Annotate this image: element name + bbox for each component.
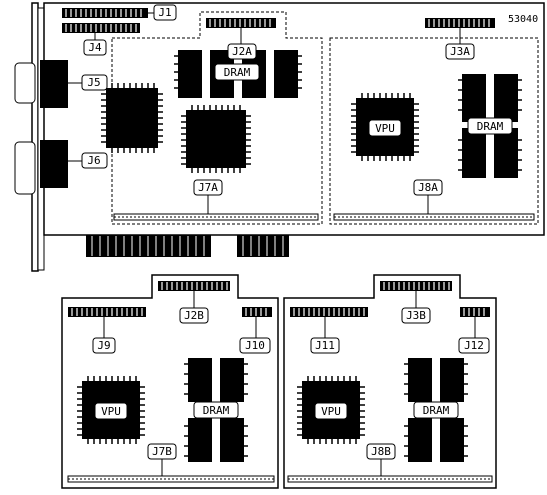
label-box-j7a: [193, 179, 223, 196]
module-b-left: J2B J9 J10: [61, 274, 279, 489]
label-box-j8a: [413, 179, 443, 196]
label-box-j3b: [401, 307, 431, 324]
dram-chips-b: [458, 74, 522, 178]
label-box-j4: [83, 39, 107, 56]
bracket-lip: [37, 7, 45, 271]
card-edge-connector: [86, 235, 289, 257]
dram-label-a: DRAM: [224, 66, 251, 79]
label-box-j2b: [179, 307, 209, 324]
slot-j7b: [67, 475, 275, 483]
header-j3a: [425, 18, 495, 28]
label-box-j2a: [227, 43, 257, 60]
connector-j6: [14, 140, 68, 195]
mounting-bracket: [31, 2, 39, 272]
label-j5: J5: [87, 76, 100, 89]
label-j6: J6: [87, 154, 100, 167]
connector-j5: [14, 60, 68, 108]
label-j7a: J7A: [198, 181, 218, 194]
dram-chips-d: [404, 358, 468, 462]
label-j9: J9: [97, 339, 110, 352]
header-j2a: [206, 18, 276, 28]
dram-chips-c: [184, 358, 248, 462]
chip-vpu-c: [297, 376, 365, 444]
header-j10: [242, 307, 272, 317]
dram-label-c: DRAM: [203, 404, 230, 417]
label-box-j10: [239, 337, 271, 354]
label-box-j6: [81, 152, 108, 169]
label-j11: J11: [315, 339, 335, 352]
expansion-area-a: [111, 11, 323, 225]
vpu-label-a: VPU: [375, 122, 395, 135]
vpu-label-c: VPU: [321, 405, 341, 418]
header-j3b: [380, 281, 452, 291]
main-board: 53040 J1: [14, 2, 545, 272]
label-box-j11: [310, 337, 340, 354]
label-box-j7b: [147, 443, 177, 460]
label-j8a: J8A: [418, 181, 438, 194]
header-j4: [62, 23, 140, 33]
label-box-j5: [81, 74, 108, 91]
label-j12: J12: [464, 339, 484, 352]
dram-label-box-a: [214, 63, 260, 81]
label-j2a: J2A: [232, 45, 252, 58]
header-j1: [62, 8, 148, 18]
chip-graphics-a: [181, 105, 251, 173]
header-j2b: [158, 281, 230, 291]
label-j4: J4: [88, 41, 102, 54]
module-b-right: J3B J11 J12: [283, 274, 497, 489]
chip-left-qfp: [101, 83, 163, 153]
header-j9: [68, 307, 146, 317]
label-j3a: J3A: [450, 45, 470, 58]
label-box-j12: [458, 337, 490, 354]
header-j11: [290, 307, 368, 317]
dram-label-d: DRAM: [423, 404, 450, 417]
expansion-area-b: [329, 37, 539, 225]
label-j7b: J7B: [152, 445, 172, 458]
chip-vpu-b: [77, 376, 145, 444]
header-j12: [460, 307, 490, 317]
dram-label-b: DRAM: [477, 120, 504, 133]
label-j3b: J3B: [406, 309, 426, 322]
chip-vpu-a: [351, 93, 419, 161]
label-box-j9: [92, 337, 116, 354]
label-j8b: J8B: [371, 445, 391, 458]
vpu-label-b: VPU: [101, 405, 121, 418]
label-box-j8b: [366, 443, 396, 460]
label-box-j1: [153, 4, 177, 21]
label-j2b: J2B: [184, 309, 204, 322]
label-j1: J1: [158, 6, 171, 19]
board-id: 53040: [508, 14, 538, 25]
label-j10: J10: [245, 339, 265, 352]
label-box-j3a: [445, 43, 475, 60]
